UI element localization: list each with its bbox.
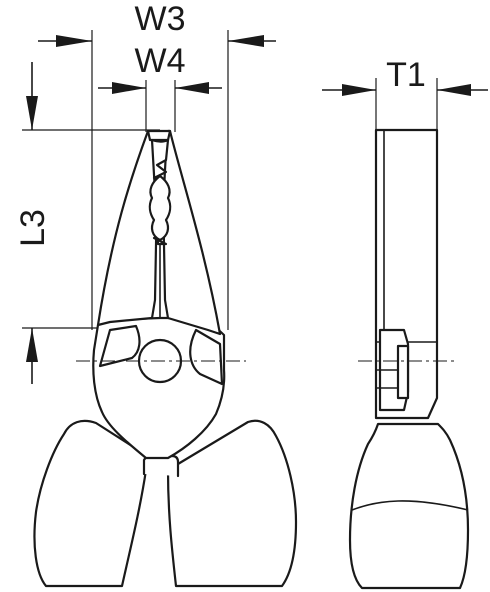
head-plate-left [98, 324, 141, 368]
right-jaw [162, 129, 222, 336]
arrowhead-icon [437, 84, 471, 96]
dimension-label-w3: W3 [135, 0, 186, 38]
side-handle-grip-line [351, 500, 469, 511]
right-handle [166, 419, 298, 588]
jaw-tip [146, 129, 172, 142]
arrowhead-icon [342, 84, 376, 96]
arrowhead-icon [175, 82, 209, 94]
w3-dimension [38, 30, 276, 330]
arrowhead-icon [228, 35, 264, 47]
dimension-label-w4: W4 [135, 42, 186, 80]
jaw-grip-profile [148, 174, 172, 242]
pliers-front-view [33, 129, 298, 588]
dimension-label-l3: L3 [14, 209, 52, 247]
arrowhead-icon [26, 328, 38, 362]
l3-dimension [22, 62, 160, 384]
side-handle [348, 422, 470, 590]
dimension-label-t1: T1 [386, 56, 426, 94]
left-handle [33, 419, 148, 588]
arrowhead-icon [26, 96, 38, 130]
arrowhead-icon [56, 35, 92, 47]
left-jaw [96, 129, 158, 327]
t1-dimension [322, 78, 488, 130]
side-joint-step [396, 344, 410, 400]
pliers-side-view [348, 128, 470, 590]
w4-dimension [98, 80, 222, 132]
arrowhead-icon [112, 82, 146, 94]
head-plate-right [189, 328, 224, 386]
